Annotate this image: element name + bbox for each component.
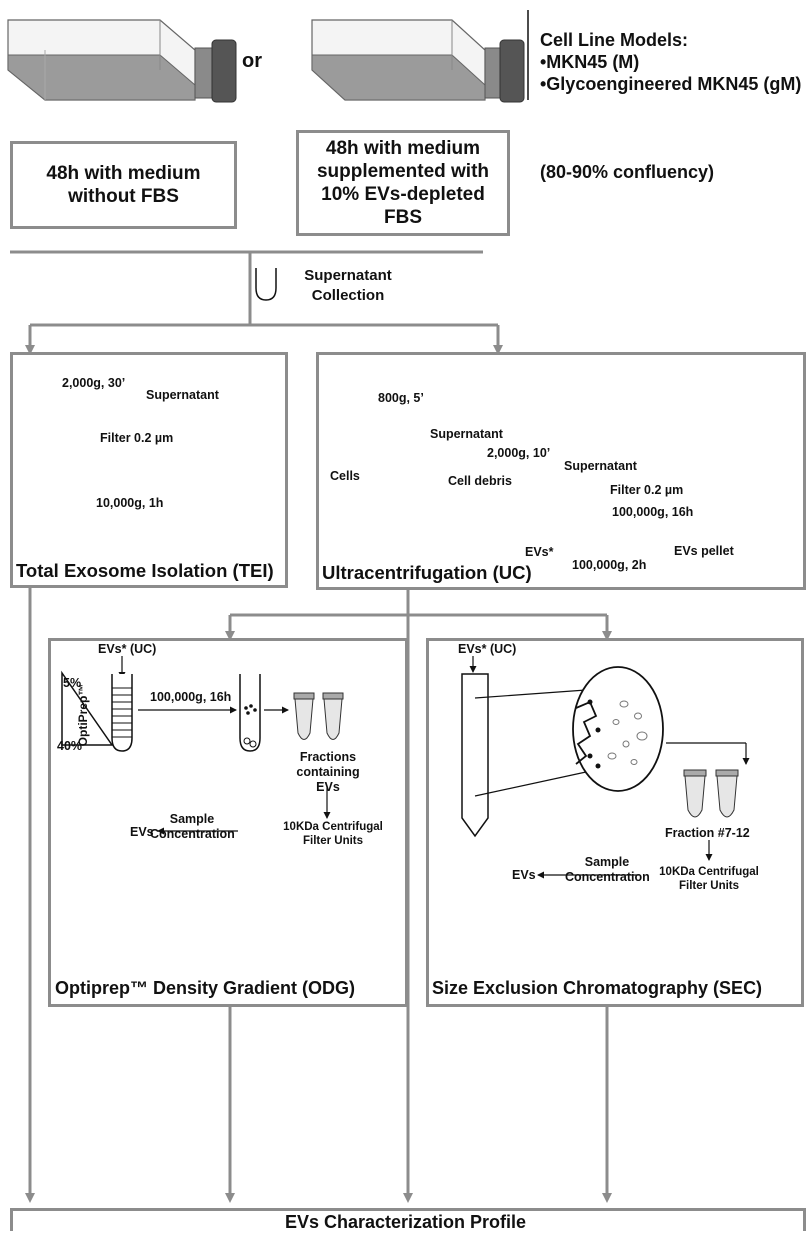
odg-graphics [61,656,344,835]
models-title: Cell Line Models: [540,30,689,50]
confluency-label: (80-90% confluency) [540,162,715,182]
odg-fractions: Fractions containing EVs [296,750,360,794]
column-icon-sec [461,673,489,838]
uc-cells: Cells [330,469,360,483]
profile-box [10,1208,806,1231]
uc-evs: EVs* [525,545,554,559]
uc-step3: 100,000g, 16h [612,505,694,519]
sec-graphics [461,656,750,879]
uc-filter: Filter 0.2 µm [610,483,684,497]
tei-box [10,352,288,588]
tei-filter: Filter 0.2 µm [100,431,174,445]
sec-filter-units: 10KDa Centrifugal Filter Units [659,866,759,892]
profile-title: EVs Characterization Profile [284,1212,527,1232]
zoom-icon-sec [572,666,664,792]
odg-title: Optiprep™ Density Gradient (ODG) [55,978,356,998]
eppendorf-icon-sec [683,769,739,818]
uc-box [316,352,806,590]
odg-pct-bottom: 40% [57,739,83,753]
tube-icon-gradient [111,674,133,752]
uc-step1: 800g, 5’ [378,391,424,405]
flask-icon-left [7,19,237,103]
odg-box [48,638,408,1007]
uc-pellet: EVs pellet [674,544,734,558]
odg-pct-top: 5% [63,676,82,690]
uc-title: Ultracentrifugation (UC) [322,562,532,583]
odg-gradient-label: OptiPrep™ [76,683,90,747]
odg-step: 100,000g, 16h [150,690,232,704]
uc-supernatant1: Supernatant [430,427,503,441]
tube-icon-supernatant [255,268,277,301]
sec-evs: EVs [512,868,536,882]
tei-title: Total Exosome Isolation (TEI) [16,560,274,581]
sec-input: EVs* (UC) [458,642,517,656]
odg-input: EVs* (UC) [98,642,157,656]
tei-supernatant: Supernatant [146,388,219,402]
sec-sample-conc: Sample Concentration [565,855,650,884]
odg-sample-conc: Sample Concentration [150,812,235,841]
uc-step2: 2,000g, 10’ [487,446,551,460]
uc-step4: 100,000g, 2h [572,558,647,572]
tei-step1: 2,000g, 30’ [62,376,126,390]
sec-title: Size Exclusion Chromatography (SEC) [432,978,763,998]
odg-filter-units: 10KDa Centrifugal Filter Units [283,821,383,847]
model-1: •MKN45 (M) [540,52,640,72]
tube-icon-odg-result [239,674,261,752]
tei-step2: 10,000g, 1h [96,496,164,510]
or-label: or [242,50,262,72]
uc-supernatant2: Supernatant [564,459,637,473]
condition-box-right: 48h with medium supplemented with 10% EV… [296,130,510,236]
eppendorf-icon-odg [293,692,344,740]
supernatant-collection-label: Supernatant Collection [304,267,392,304]
model-2: •Glycoengineered MKN45 (gM) [540,74,802,94]
sec-fraction: Fraction #7-12 [665,826,750,840]
condition-left-text: 48h with medium without FBS [46,163,201,207]
condition-box-left: 48h with medium without FBS [10,141,237,229]
odg-evs: EVs [130,825,154,839]
condition-right-text: 48h with medium supplemented with 10% EV… [316,138,490,228]
flask-icon-right [311,19,525,103]
uc-cell-debris: Cell debris [448,474,512,488]
